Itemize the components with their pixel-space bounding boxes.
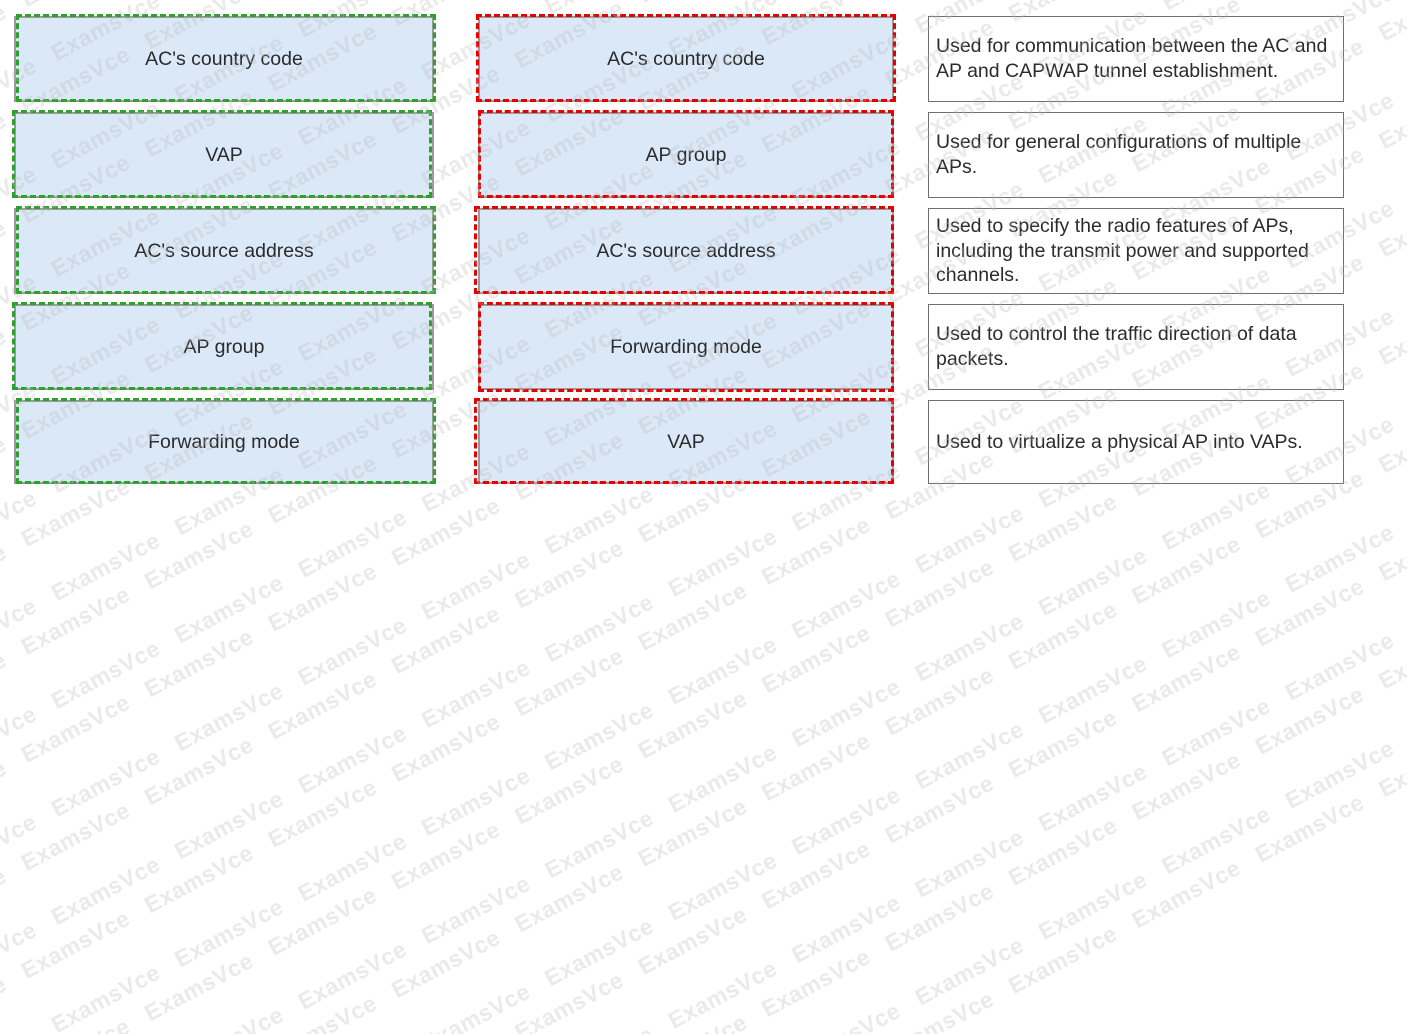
- drop-target-item-5[interactable]: VAP: [478, 400, 894, 484]
- drop-target-item-3-label: AC's source address: [596, 239, 776, 262]
- description-item-4: Used to control the traffic direction of…: [928, 304, 1344, 390]
- description-item-2-label: Used for general configurations of multi…: [936, 131, 1302, 178]
- drop-target-item-4-label: Forwarding mode: [610, 335, 762, 358]
- description-item-5-label: Used to virtualize a physical AP into VA…: [936, 430, 1303, 453]
- answer-bank-item-3[interactable]: AC's source address: [14, 208, 434, 294]
- drop-target-item-1[interactable]: AC's country code: [478, 16, 894, 102]
- description-item-5: Used to virtualize a physical AP into VA…: [928, 400, 1344, 484]
- matching-diagram: AC's country code VAP AC's source addres…: [12, 14, 1344, 484]
- answer-bank-item-3-label: AC's source address: [134, 239, 314, 262]
- description-item-3: Used to specify the radio features of AP…: [928, 208, 1344, 294]
- answer-bank-item-1-label: AC's country code: [145, 47, 303, 70]
- drop-target-item-2[interactable]: AP group: [478, 112, 894, 198]
- description-item-3-label: Used to specify the radio features of AP…: [936, 214, 1309, 287]
- description-item-1: Used for communication between the AC an…: [928, 16, 1344, 102]
- drop-target-item-1-label: AC's country code: [607, 47, 765, 70]
- answer-bank-item-4[interactable]: AP group: [14, 304, 434, 390]
- description-item-4-label: Used to control the traffic direction of…: [936, 323, 1297, 370]
- answer-bank-item-5-label: Forwarding mode: [148, 430, 300, 453]
- drop-target-item-4[interactable]: Forwarding mode: [478, 304, 894, 390]
- answer-bank-item-2[interactable]: VAP: [14, 112, 434, 198]
- answer-bank-item-1[interactable]: AC's country code: [14, 16, 434, 102]
- drop-target-item-3[interactable]: AC's source address: [478, 208, 894, 294]
- description-item-2: Used for general configurations of multi…: [928, 112, 1344, 198]
- answer-bank-item-4-label: AP group: [183, 335, 265, 358]
- drop-target-item-5-label: VAP: [667, 430, 705, 453]
- drop-target-item-2-label: AP group: [645, 143, 727, 166]
- description-item-1-label: Used for communication between the AC an…: [936, 35, 1328, 82]
- answer-bank-item-2-label: VAP: [205, 143, 243, 166]
- answer-bank-item-5[interactable]: Forwarding mode: [14, 400, 434, 484]
